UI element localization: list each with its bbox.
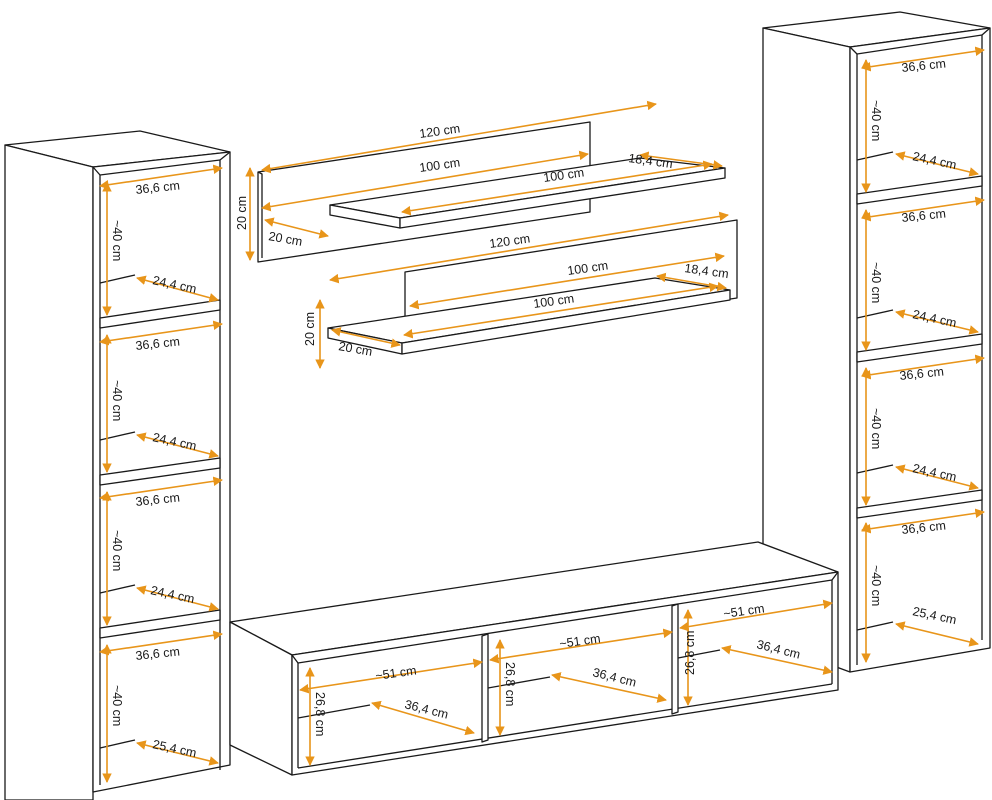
upper-back-height-label: 20 cm xyxy=(235,196,249,230)
upper-board-width-front-label: 100 cm xyxy=(542,165,585,185)
lower-board-width-front-label: 100 cm xyxy=(532,291,575,311)
upper-shelf-dimensions: 120 cm 100 cm 100 cm 18,4 cm 20 cm 20 cm xyxy=(235,100,723,261)
tv-stand xyxy=(229,541,839,776)
left-height-label-3: ~40 cm xyxy=(110,530,124,571)
upper-back-width-label: 120 cm xyxy=(418,121,461,141)
right-height-label-1: ~40 cm xyxy=(869,100,883,141)
lower-shelf-dimensions: 120 cm 100 cm 100 cm 18,4 cm 20 cm 20 cm xyxy=(303,211,730,369)
upper-side-depth-label: 20 cm xyxy=(267,229,303,249)
right-height-label-3: ~40 cm xyxy=(869,408,883,449)
right-width-label-1: 36,6 cm xyxy=(901,56,947,75)
lower-board-width-top-label: 100 cm xyxy=(566,258,609,278)
tv-width-label-3: ~51 cm xyxy=(722,601,765,621)
left-height-label-2: ~40 cm xyxy=(110,380,124,421)
left-width-label-4: 36,6 cm xyxy=(135,644,181,663)
right-height-label-2: ~40 cm xyxy=(869,262,883,303)
left-width-label-3: 36,6 cm xyxy=(135,490,181,509)
right-width-label-3: 36,6 cm xyxy=(899,364,945,383)
tv-width-label-1: ~51 cm xyxy=(374,663,417,683)
left-width-label-1: 36,6 cm xyxy=(135,178,181,197)
left-height-label-4: ~40 cm xyxy=(110,685,124,726)
tv-height-label-3: 26,8 cm xyxy=(683,631,697,675)
right-height-label-4: ~40 cm xyxy=(869,565,883,606)
left-width-label-2: 36,6 cm xyxy=(135,334,181,353)
tv-height-label-1: 26,8 cm xyxy=(313,692,327,736)
upper-board-depth-label: 18,4 cm xyxy=(628,151,674,171)
tv-width-label-2: ~51 cm xyxy=(558,631,601,651)
right-width-label-4: 36,6 cm xyxy=(901,518,947,537)
right-width-label-2: 36,6 cm xyxy=(901,206,947,225)
lower-back-width-label: 120 cm xyxy=(488,231,531,251)
upper-board-width-top-label: 100 cm xyxy=(418,155,461,175)
left-height-label-1: ~40 cm xyxy=(110,220,124,261)
lower-side-depth-label: 20 cm xyxy=(337,339,373,359)
tv-height-label-2: 26,8 cm xyxy=(503,662,517,706)
lower-back-height-label: 20 cm xyxy=(303,312,317,346)
lower-board-depth-label: 18,4 cm xyxy=(684,261,730,281)
